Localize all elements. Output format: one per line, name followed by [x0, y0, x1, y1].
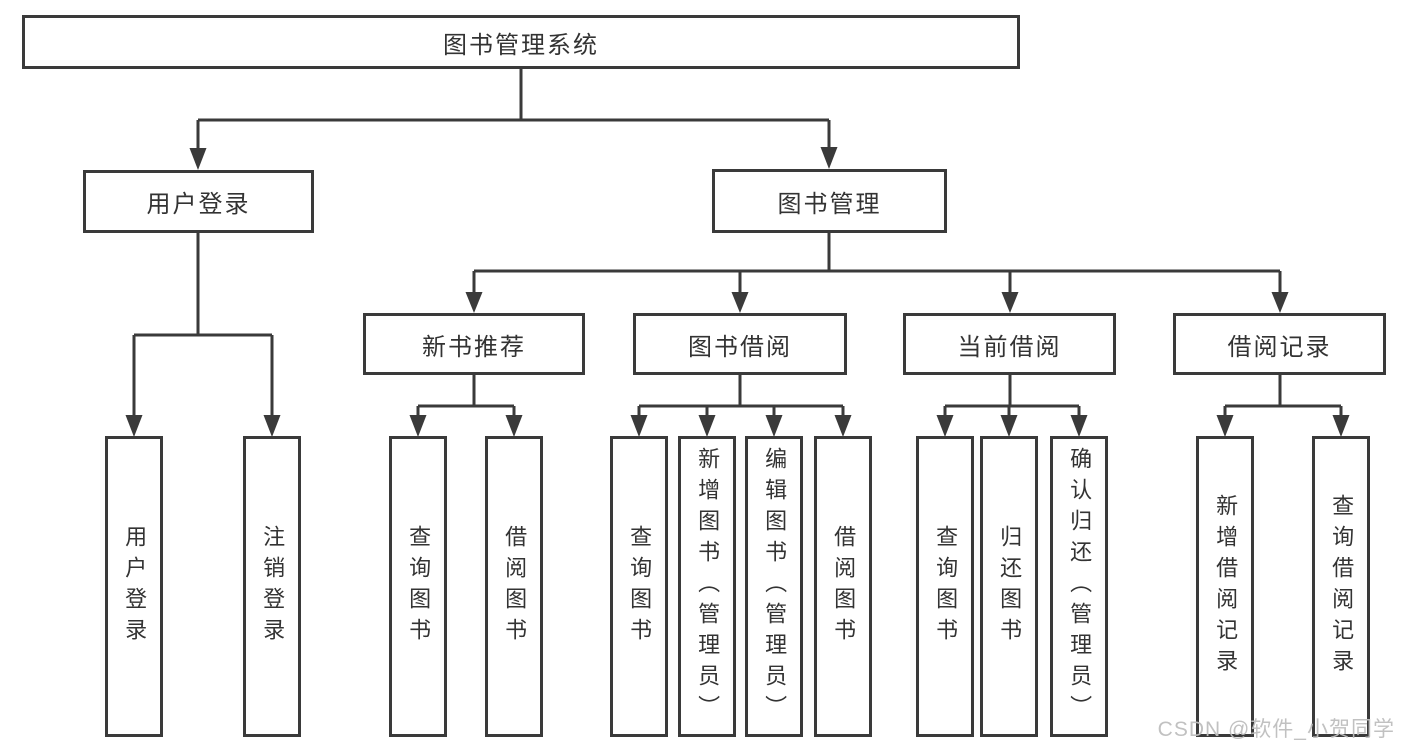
leaf-current-query-book-label: 查询图书 [933, 524, 959, 649]
node-new-book-recommend-label: 新书推荐 [422, 333, 526, 361]
leaf-logout-label: 注销登录 [260, 524, 286, 649]
connector-root-trunk [196, 68, 831, 150]
leaf-borrow-add-book-admin: 新增图书（管理员） [678, 436, 736, 737]
leaf-recommend-query-book: 查询图书 [389, 436, 447, 737]
node-book-management-label: 图书管理 [777, 190, 882, 218]
leaf-borrow-add-book-admin-label: 新增图书（管理员） [695, 447, 721, 726]
leaf-borrow-query-book-label: 查询图书 [627, 524, 653, 649]
leaf-recommend-borrow-book: 借阅图书 [485, 436, 543, 737]
node-root-label: 图书管理系统 [443, 31, 599, 59]
connector-user-branch [132, 233, 274, 416]
csdn-watermark: CSDN @软件_小贺同学 [1157, 718, 1395, 741]
leaf-recommend-query-book-label: 查询图书 [406, 524, 432, 649]
connector-mgmt-branch [472, 233, 1282, 293]
leaf-record-query: 查询借阅记录 [1312, 436, 1370, 737]
leaf-current-confirm-return-admin-label: 确认归还（管理员） [1067, 447, 1093, 726]
leaf-current-confirm-return-admin: 确认归还（管理员） [1050, 436, 1108, 737]
connector-sec0-branch [416, 375, 516, 416]
leaf-user-login-label: 用户登录 [122, 524, 148, 649]
leaf-borrow-borrow-book: 借阅图书 [814, 436, 872, 737]
leaf-borrow-edit-book-admin: 编辑图书（管理员） [745, 436, 803, 737]
node-book-borrow-label: 图书借阅 [688, 333, 792, 361]
leaf-user-login: 用户登录 [105, 436, 163, 737]
node-book-management: 图书管理 [712, 169, 947, 233]
node-current-borrow: 当前借阅 [903, 313, 1116, 375]
connector-sec1-branch [637, 375, 845, 416]
node-book-borrow: 图书借阅 [633, 313, 847, 375]
leaf-current-return-book-label: 归还图书 [997, 524, 1023, 649]
connector-sec2-branch [943, 375, 1081, 416]
node-borrow-record: 借阅记录 [1173, 313, 1386, 375]
node-new-book-recommend: 新书推荐 [363, 313, 585, 375]
node-current-borrow-label: 当前借阅 [957, 333, 1062, 361]
leaf-logout: 注销登录 [243, 436, 301, 737]
leaf-recommend-borrow-book-label: 借阅图书 [502, 524, 528, 649]
leaf-record-add: 新增借阅记录 [1196, 436, 1254, 737]
node-borrow-record-label: 借阅记录 [1227, 333, 1332, 361]
node-user-login-label: 用户登录 [146, 191, 251, 218]
node-user-login: 用户登录 [83, 170, 314, 233]
arrowheads [125, 147, 1350, 437]
leaf-borrow-query-book: 查询图书 [610, 436, 668, 737]
leaf-current-return-book: 归还图书 [980, 436, 1038, 737]
connector-sec3-branch [1223, 375, 1343, 416]
leaf-borrow-borrow-book-label: 借阅图书 [831, 524, 857, 649]
leaf-current-query-book: 查询图书 [916, 436, 974, 737]
node-root-system: 图书管理系统 [22, 15, 1020, 69]
leaf-record-add-label: 新增借阅记录 [1213, 493, 1239, 680]
leaf-record-query-label: 查询借阅记录 [1329, 493, 1355, 680]
leaf-borrow-edit-book-admin-label: 编辑图书（管理员） [762, 447, 788, 726]
